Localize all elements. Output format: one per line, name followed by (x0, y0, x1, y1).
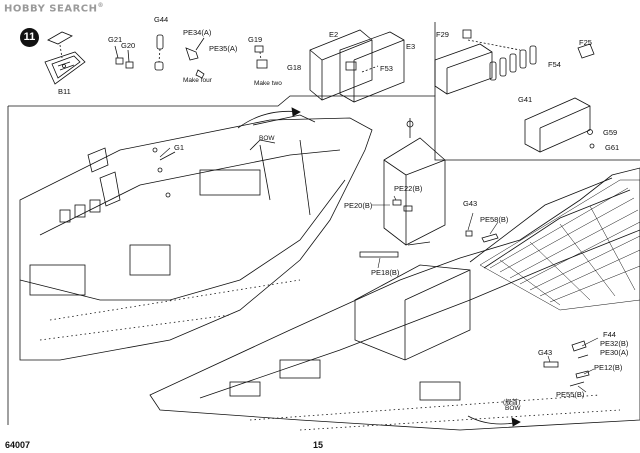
label-g43-bottom: G43 (538, 348, 553, 357)
parts-g20-g21 (114, 45, 134, 69)
label-g21: G21 (108, 35, 123, 44)
label-g44: G44 (154, 15, 169, 24)
label-pe58b: PE58(B) (480, 215, 509, 224)
parts-e2-e3-f53 (309, 29, 405, 103)
product-code: 64007 (5, 440, 31, 450)
label-pe18b: PE18(B) (371, 268, 400, 277)
label-g20: G20 (121, 41, 136, 50)
label-pe20b: PE20(B) (344, 201, 373, 210)
parts-g18-g19 (254, 45, 268, 69)
label-make-two: Make two (254, 80, 282, 87)
label-f44: F44 (603, 330, 616, 339)
label-g43-top: G43 (463, 199, 478, 208)
label-g1: G1 (174, 143, 185, 152)
part-b11 (44, 31, 86, 85)
label-make-four: Make four (183, 77, 212, 84)
label-pe12b: PE12(B) (594, 363, 623, 372)
label-pe55b: PE55(B) (556, 390, 585, 399)
label-bow-cn: (舰首) (503, 399, 521, 406)
label-g18: G18 (287, 63, 302, 72)
label-f53: F53 (380, 64, 393, 73)
label-g41: G41 (518, 95, 533, 104)
parts-f25-g59-g61 (524, 43, 595, 153)
label-pe32b: PE32(B) (600, 339, 629, 348)
label-g61: G61 (605, 143, 620, 152)
label-f29: F29 (436, 30, 449, 39)
label-g59: G59 (603, 128, 618, 137)
step-number-badge: 11 (20, 28, 39, 47)
label-pe35a: PE35(A) (209, 44, 238, 53)
leader-lines (159, 147, 599, 393)
watermark-text: HOBBY SEARCH (4, 3, 98, 15)
right-callout-parts (465, 230, 590, 387)
label-f54: F54 (548, 60, 561, 69)
label-e3: E3 (406, 42, 416, 51)
deck-grid (479, 179, 640, 311)
part-g44 (154, 34, 164, 71)
label-bow-top: BOW (259, 135, 275, 142)
mast-tower (359, 118, 446, 258)
bow-arrow-top (237, 107, 301, 129)
page-number: 15 (313, 440, 324, 450)
label-b11: B11 (58, 87, 71, 96)
parts-pe34-pe35 (185, 37, 205, 79)
label-bow-bottom: BOW (505, 405, 521, 412)
bow-arrow-bottom (467, 415, 521, 427)
main-hull (19, 114, 373, 361)
secondary-hull (149, 167, 640, 431)
watermark-reg: ® (97, 2, 104, 9)
parts-f29-f54-g41 (434, 29, 537, 95)
label-g19: G19 (248, 35, 263, 44)
label-f25: F25 (579, 38, 592, 47)
label-e2: E2 (329, 30, 339, 39)
label-pe34a: PE34(A) (183, 28, 212, 37)
label-pe22b: PE22(B) (394, 184, 423, 193)
watermark: HOBBY SEARCH® (4, 2, 104, 14)
label-pe30a: PE30(A) (600, 348, 629, 357)
